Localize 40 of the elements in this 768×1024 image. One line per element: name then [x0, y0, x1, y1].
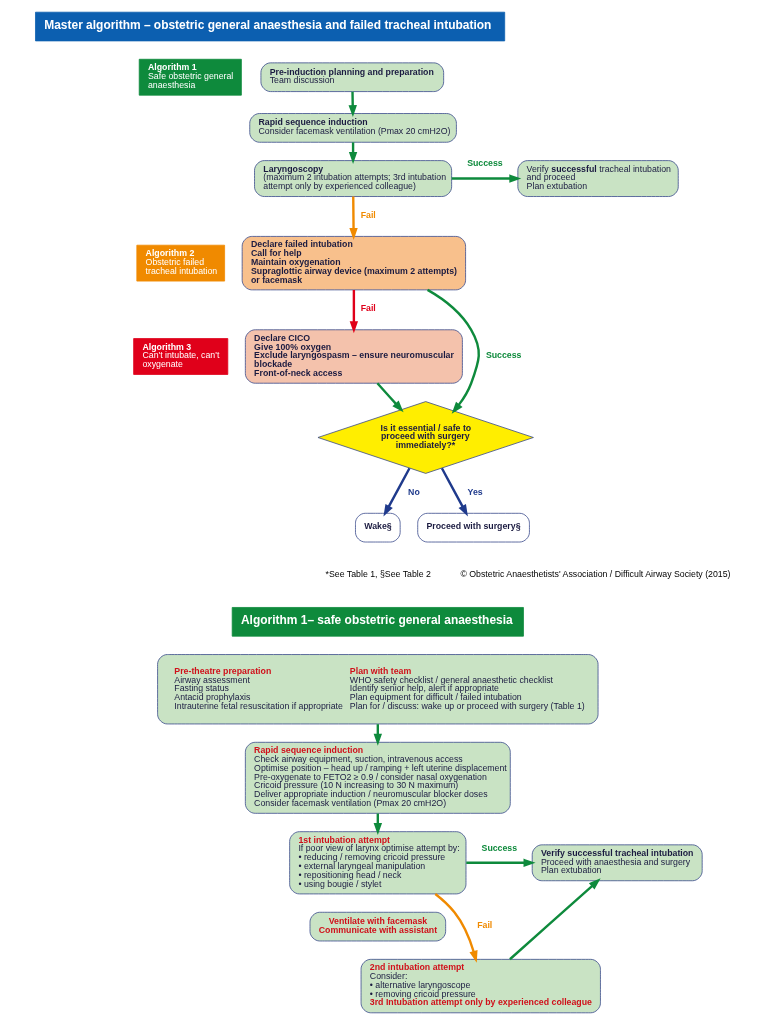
edge-label: Fail: [477, 919, 493, 930]
label: *See Table 1, §See Table 2: [325, 568, 431, 579]
node-box: Laryngoscopy (maximum 2 intubation attempts; 3rd intubation attempt only by experienced colleague): [254, 159, 453, 197]
node-box: Wake§: [355, 512, 401, 542]
label: © Obstetric Anaesthetists' Association / Difficult Airway Society (2015): [460, 568, 731, 579]
edge-label: Success: [481, 842, 518, 853]
node-box: 1st intubation attempt If poor view of larynx optimise attempt by: • reducing / removing cricoid pressure • external laryngeal manipulation • repositioning head / neck • using bougie / stylet: [289, 830, 467, 894]
node-box: Declare CICO Give 100% oxygen Exclude laryngospasm – ensure neuromuscular blockade Front-of-neck access: [244, 328, 463, 384]
arrow: [509, 877, 601, 960]
node-box: 2nd intubation attempt Consider: • alternative laryngoscope • removing cricoid pressure 3rd Intubation attempt only by experienced colleague: [360, 958, 601, 1013]
node-box: Algorithm 1– safe obstetric general anaesthesia: [231, 606, 524, 637]
arrow: [451, 173, 522, 183]
node-box: Ventilate with facemask Communicate with assistant: [309, 911, 447, 941]
arrow: [426, 288, 480, 414]
node-box: Algorithm 3 Can't intubate, can't oxygenate: [133, 337, 229, 375]
arrow: [349, 196, 358, 240]
edge-label: No: [408, 486, 420, 497]
edge-label: Success: [467, 157, 503, 168]
edge-label: Yes: [467, 486, 483, 497]
arrow: [440, 467, 468, 516]
node-box: Master algorithm – obstetric general anaesthesia and failed tracheal intubation: [35, 11, 506, 41]
node-box: Pre-theatre preparation Airway assessment Fasting status Antacid prophylaxis Intrauterine fetal resuscitation if appropriate Plan with team WHO safety checklist / general anaesthetic checklist Identify senior help, alert if appropriate Plan equipment for difficult / failed intubation Plan for / discuss: wake up or proceed with surgery (Table 1): [157, 653, 599, 724]
node-box: Algorithm 1 Safe obstetric general anaesthesia: [138, 58, 242, 96]
arrow: [348, 91, 357, 117]
edge-label: Success: [485, 349, 522, 360]
arrow: [376, 382, 404, 412]
node-box: Rapid sequence induction Check airway equipment, suction, intravenous access Optimise position – head up / ramping + left uterine displacement Pre-oxygenate to FETO2 ≥ 0.9 / consider nasal oxygenation Cricoid pressure (10 N increasing to 30 N maximum) Deliver appropriate induction / neuromuscular blocker doses Consider facemask ventilation (Pmax 20 cmH2O): [244, 741, 511, 814]
arrow: [466, 858, 536, 867]
arrow: [434, 892, 478, 963]
node-box: Pre-induction planning and preparation Team discussion: [260, 61, 445, 92]
edge-label: Fail: [360, 209, 376, 220]
arrow: [383, 467, 411, 516]
node-box: Verify successful tracheal intubation and proceed Plan extubation: [517, 159, 679, 197]
node-box: Declare failed intubation Call for help Maintain oxygenation Supraglottic airway device (maximum 2 attempts) or facemask: [241, 235, 466, 290]
node-box: Proceed with surgery§: [417, 512, 530, 542]
arrow: [349, 289, 359, 333]
node-box: Rapid sequence induction Consider facemask ventilation (Pmax 20 cmH2O): [249, 112, 457, 143]
node-box: Algorithm 2 Obstetric failed tracheal intubation: [136, 244, 225, 281]
node-box: Verify successful tracheal intubation Proceed with anaesthesia and surgery Plan extubation: [531, 843, 703, 881]
edge-label: Fail: [360, 302, 376, 313]
